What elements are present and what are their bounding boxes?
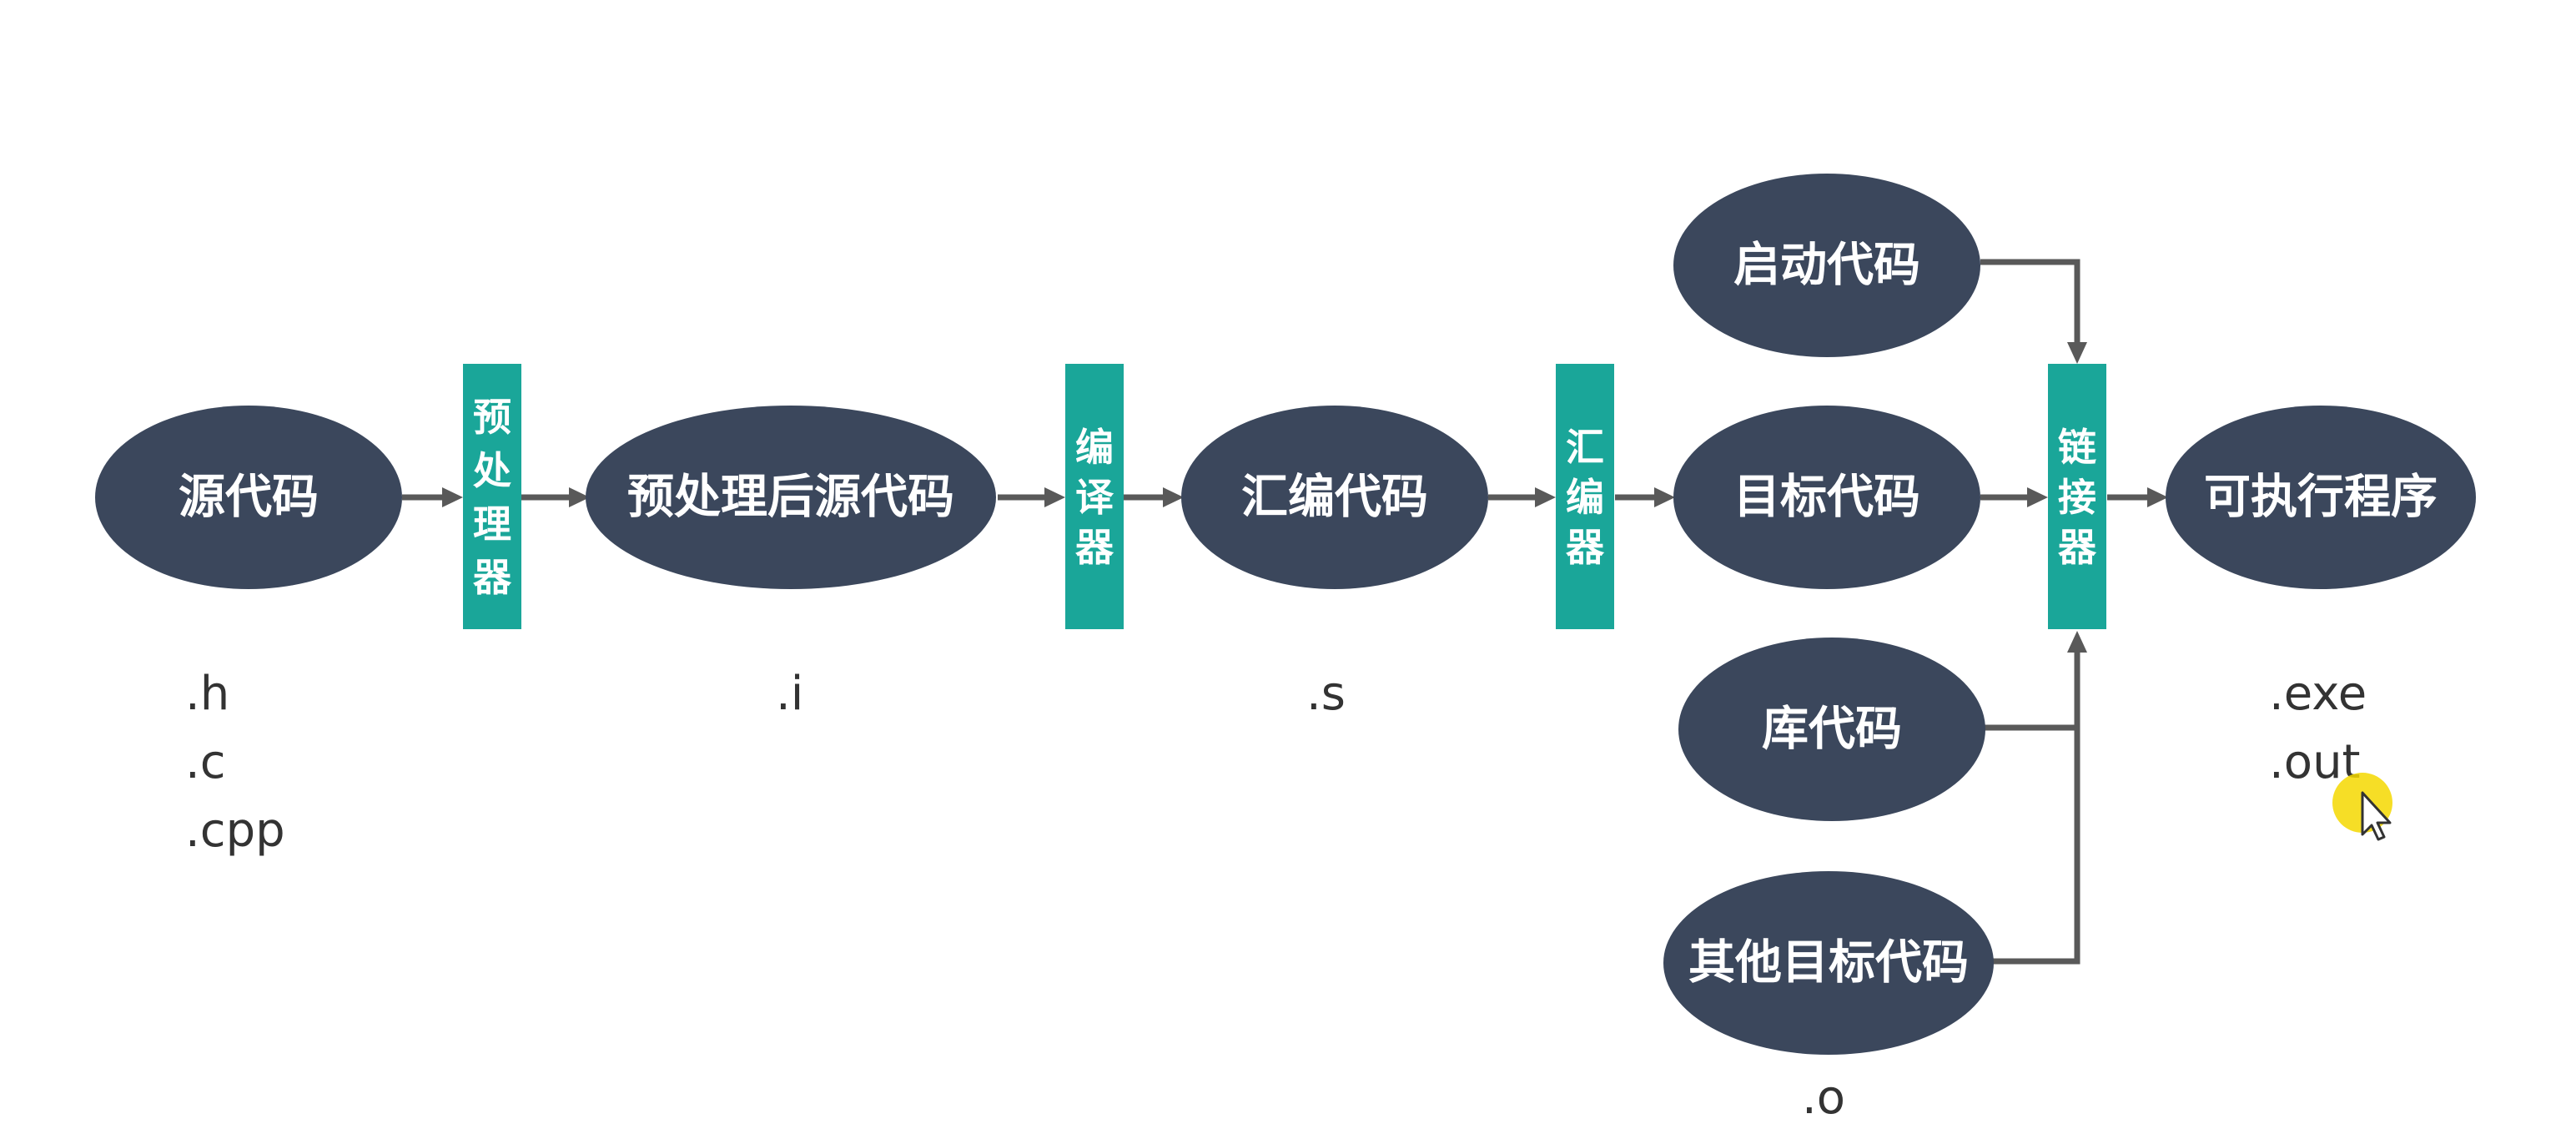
tool-char: 理	[473, 502, 511, 547]
tool-assembler: 汇 编 器	[1556, 364, 1614, 629]
node-preprocessed-code: 预处理后源代码	[586, 406, 996, 589]
extension-label: .exe	[2269, 667, 2367, 721]
tool-char: 译	[1075, 475, 1114, 520]
tool-bar	[1065, 364, 1124, 629]
arrowhead-startup-to-linker	[2067, 342, 2087, 364]
tool-char: 预	[473, 395, 511, 440]
extension-label: .i	[776, 667, 803, 721]
node-shape	[2166, 406, 2476, 589]
node-label: 可执行程序	[2204, 471, 2438, 525]
extension-label: .o	[1802, 1071, 1845, 1124]
tool-preprocessor: 预 处 理 器	[463, 364, 521, 629]
node-shape	[1673, 174, 1980, 357]
extension-label: .c	[185, 735, 226, 789]
arrowhead-library-to-linker	[2067, 631, 2087, 653]
tool-bar	[463, 364, 521, 629]
node-label: 启动代码	[1733, 239, 1920, 293]
node-object-code: 目标代码	[1673, 406, 1980, 589]
arrowhead-source-to-preprocessor	[442, 487, 463, 507]
arrow-other-object-to-linker	[1990, 651, 2080, 965]
tool-char: 器	[473, 555, 512, 600]
tool-compiler: 编 译 器	[1065, 364, 1124, 629]
tool-linker: 链 接 器	[2048, 364, 2106, 629]
extensions-source: .h .c .cpp	[185, 667, 285, 858]
arrowhead-compiler-to-assembly	[1163, 487, 1184, 507]
tool-char: 器	[2058, 525, 2097, 570]
node-executable: 可执行程序	[2166, 406, 2476, 589]
tool-char: 器	[1566, 525, 1605, 570]
arrowhead-assembler-to-object	[1654, 487, 1675, 507]
tool-char: 汇	[1566, 425, 1604, 470]
node-label: 源代码	[179, 471, 319, 525]
node-source-code: 源代码	[95, 406, 402, 589]
node-shape	[586, 406, 996, 589]
arrowhead-object-to-linker	[2027, 487, 2048, 507]
arrowhead-assembly-to-assembler	[1535, 487, 1556, 507]
node-library-code: 库代码	[1678, 638, 1985, 821]
cursor-arrow	[2361, 791, 2392, 841]
extensions-assembly: .s	[1306, 667, 1346, 721]
extension-label: .s	[1306, 667, 1346, 721]
tool-char: 处	[473, 448, 511, 493]
node-label: 预处理后源代码	[627, 471, 954, 525]
tool-char: 编	[1075, 425, 1114, 470]
node-assembly-code: 汇编代码	[1181, 406, 1488, 589]
node-startup-code: 启动代码	[1673, 174, 1980, 357]
tool-bar	[2048, 364, 2106, 629]
extension-label: .h	[185, 667, 229, 721]
node-shape	[1663, 871, 1994, 1055]
tool-char: 链	[2058, 425, 2096, 470]
extensions-preprocessed: .i	[776, 667, 803, 721]
node-label: 汇编代码	[1241, 471, 1428, 525]
extension-label: .cpp	[185, 804, 285, 858]
arrow-startup-to-linker	[1980, 259, 2080, 344]
node-shape	[1181, 406, 1488, 589]
arrowhead-preprocessor-to-preprocessed	[569, 487, 590, 507]
tool-bar	[1556, 364, 1614, 629]
node-label: 目标代码	[1733, 471, 1920, 525]
tool-char: 器	[1075, 525, 1114, 570]
node-label: 其他目标代码	[1688, 936, 1969, 990]
extensions-executable: .exe .out	[2269, 667, 2367, 789]
tool-char: 编	[1566, 475, 1604, 520]
node-shape	[95, 406, 402, 589]
mouse-pointer-icon	[2332, 773, 2392, 841]
node-other-object-code: 其他目标代码	[1663, 871, 1994, 1055]
connectors	[402, 259, 2168, 965]
node-label: 库代码	[1762, 703, 1902, 757]
tool-char: 接	[2058, 475, 2096, 520]
extensions-other-object: .o	[1802, 1071, 1845, 1124]
node-shape	[1678, 638, 1985, 821]
node-shape	[1673, 406, 1980, 589]
arrowhead-preprocessed-to-compiler	[1044, 487, 1065, 507]
arrowhead-linker-to-executable	[2147, 487, 2168, 507]
